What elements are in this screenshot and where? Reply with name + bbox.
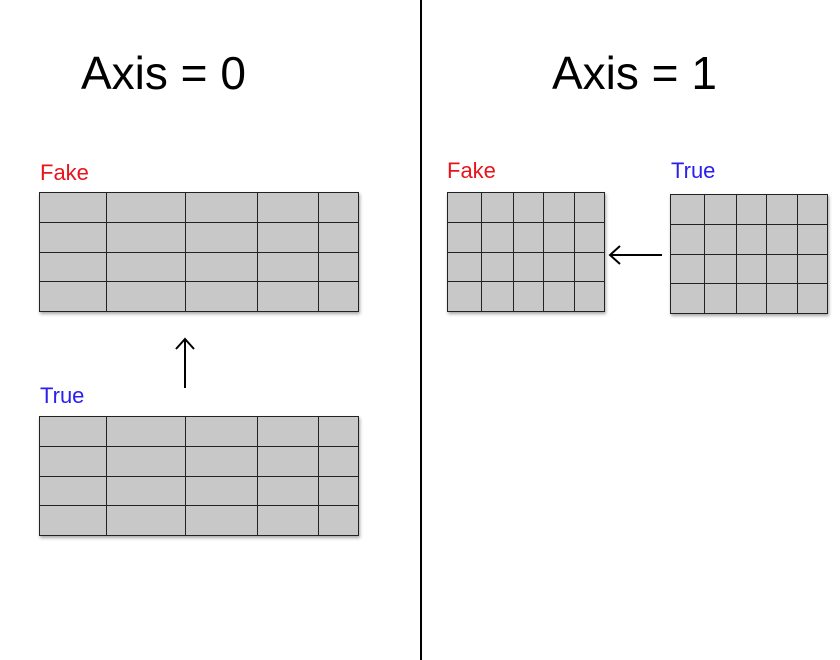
axis1-title: Axis = 1 bbox=[552, 47, 717, 99]
axis1-fake-table bbox=[447, 192, 605, 312]
table-row bbox=[670, 283, 828, 314]
axis1-true-label: True bbox=[671, 158, 716, 183]
axis0-fake-label: Fake bbox=[40, 160, 89, 185]
axis1-true-table bbox=[670, 194, 828, 314]
table-row bbox=[38, 505, 360, 536]
table-row bbox=[670, 194, 828, 225]
axis0-true-table bbox=[38, 416, 360, 536]
axis0-title: Axis = 0 bbox=[81, 47, 246, 99]
panel-divider bbox=[420, 0, 422, 660]
table-row bbox=[670, 223, 828, 255]
table-row bbox=[447, 251, 605, 283]
table-row bbox=[38, 281, 360, 312]
table-row bbox=[447, 221, 605, 253]
axis0-true-label: True bbox=[40, 383, 85, 408]
left-arrow-icon bbox=[608, 245, 662, 265]
table-row bbox=[38, 251, 360, 283]
table-row bbox=[38, 475, 360, 507]
table-row bbox=[447, 192, 605, 223]
table-row bbox=[38, 221, 360, 253]
table-row bbox=[38, 192, 360, 223]
up-arrow-icon bbox=[175, 337, 195, 388]
axis0-fake-table bbox=[38, 192, 360, 312]
table-row bbox=[670, 253, 828, 285]
table-row bbox=[447, 281, 605, 312]
table-row bbox=[38, 416, 360, 447]
axis1-fake-label: Fake bbox=[447, 158, 496, 183]
table-row bbox=[38, 445, 360, 477]
